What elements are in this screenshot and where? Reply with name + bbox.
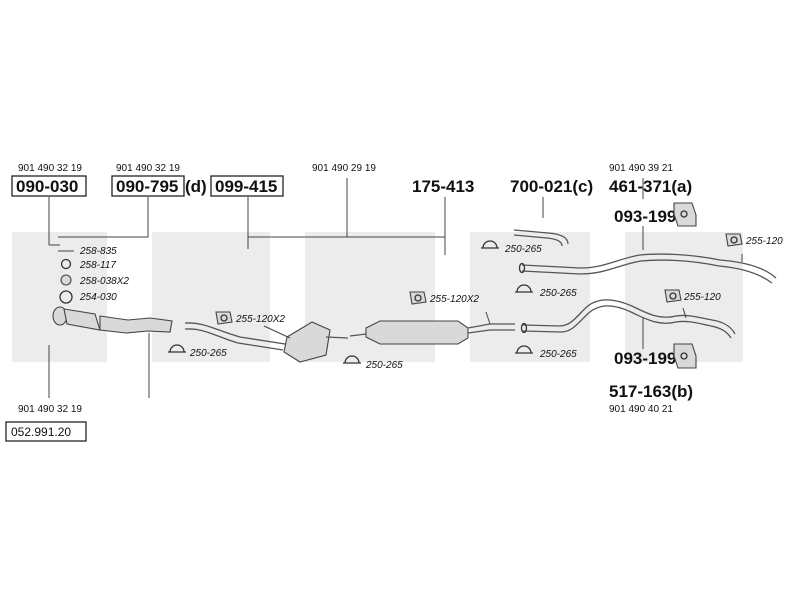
clamp-icon-lower <box>664 289 682 303</box>
part-number-mount-upper[interactable]: 093-199 <box>614 207 676 226</box>
part-number-tail-pipe[interactable]: 700-021(c) <box>510 177 593 196</box>
rear-pipe-lower[interactable] <box>520 299 736 339</box>
mount-upper-icon <box>673 202 697 227</box>
part-number-front-pipe[interactable]: 090-030 <box>16 177 78 196</box>
ring-clamp-icon-1 <box>168 344 186 353</box>
oe-number-front-pipe: 901 490 32 19 <box>18 163 82 174</box>
ref-clamp-lower: 255-120 <box>683 292 721 303</box>
hardware-stack: 258-835 258-117 258-038X2 254-030 <box>58 246 129 304</box>
ref-ring-1: 250-265 <box>189 348 227 359</box>
ref-clamp-set-catalyst: 255-120X2 <box>235 314 285 325</box>
leader-lines <box>48 178 644 398</box>
catalog-number: 052.991.20 <box>11 425 71 439</box>
part-number-mount-lower[interactable]: 093-199 <box>614 349 676 368</box>
catalytic-converter <box>283 321 331 363</box>
part-suffix-catalyst-a: (d) <box>185 177 207 196</box>
catalyst-section[interactable] <box>184 321 349 363</box>
nut-icon <box>60 274 72 286</box>
clamp-icon-upper <box>725 233 743 247</box>
washer-icon <box>60 258 72 270</box>
ref-ring-3: 250-265 <box>504 244 542 255</box>
part-number-catalyst-a[interactable]: 090-795 <box>116 177 178 196</box>
mount-lower-icon <box>673 343 697 369</box>
oe-number-center-pipe: 901 490 29 19 <box>312 163 376 174</box>
tail-pipe-line <box>513 229 569 245</box>
oe-number-rear-lower: 901 490 40 21 <box>609 404 673 415</box>
clamp-icon-catalyst <box>215 311 233 325</box>
watermark-band-4 <box>470 232 590 362</box>
part-number-catalyst-b[interactable]: 099-415 <box>215 177 277 196</box>
catalog-number-box <box>5 421 87 442</box>
part-number-rear-lower[interactable]: 517-163(b) <box>609 382 693 401</box>
catalyst-inlet-pipe <box>184 322 286 345</box>
catalyst-inlet-pipe-lower <box>184 328 284 351</box>
rubber-mount-lower[interactable] <box>673 343 697 369</box>
oe-number-rear-upper: 901 490 39 21 <box>609 163 673 174</box>
watermark-band-5 <box>625 232 743 362</box>
upper-pipe-flange <box>518 262 526 274</box>
ref-ring-2: 250-265 <box>365 360 403 371</box>
ref-nut: 258-038X2 <box>79 276 129 287</box>
ref-washer: 258-117 <box>79 260 116 271</box>
rubber-mount-upper[interactable] <box>673 202 697 227</box>
middle-silencer-body <box>365 320 469 345</box>
front-pipe[interactable] <box>52 306 173 334</box>
clamp-icon-middle <box>409 291 427 305</box>
part-number-middle-silencer[interactable]: 175-413 <box>412 177 474 196</box>
lower-pipe-line-2 <box>522 305 732 339</box>
part-box-catalyst-b <box>210 175 284 197</box>
part-box-front-pipe <box>11 175 87 197</box>
catalyst-outlet-pipe <box>325 336 349 339</box>
lower-pipe-line-1 <box>522 299 736 335</box>
rear-pipe-upper[interactable] <box>518 253 777 284</box>
lower-pipe-flange <box>520 322 528 334</box>
gasket-ring-icon <box>59 290 73 304</box>
ref-bolt: 258-835 <box>79 246 117 257</box>
ref-clamp-upper: 255-120 <box>745 236 783 247</box>
ref-ring-4: 250-265 <box>539 288 577 299</box>
ref-clamp-set-middle: 255-120X2 <box>429 294 479 305</box>
clamp-icons <box>215 233 743 325</box>
oe-number-catalyst: 901 490 32 19 <box>116 163 180 174</box>
upper-pipe-line-2 <box>521 259 773 284</box>
upper-pipe-line-1 <box>521 253 777 279</box>
part-box-catalyst-a <box>111 175 185 197</box>
part-number-rear-upper[interactable]: 461-371(a) <box>609 177 692 196</box>
ring-clamp-icon-2 <box>343 355 361 364</box>
ring-clamps <box>168 240 533 364</box>
watermark-band-2 <box>152 232 270 362</box>
ring-clamp-icon-3 <box>481 240 499 249</box>
ref-ring-5: 250-265 <box>539 349 577 360</box>
middle-silencer[interactable] <box>349 311 515 345</box>
oe-number-front-bottom: 901 490 32 19 <box>18 404 82 415</box>
front-pipe-body <box>99 315 173 334</box>
ring-clamp-icon-4 <box>515 284 533 293</box>
ref-gasket: 254-030 <box>79 292 117 303</box>
ring-clamp-icon-5 <box>515 345 533 354</box>
tail-pipe[interactable] <box>513 229 569 247</box>
background-watermark <box>12 232 743 362</box>
